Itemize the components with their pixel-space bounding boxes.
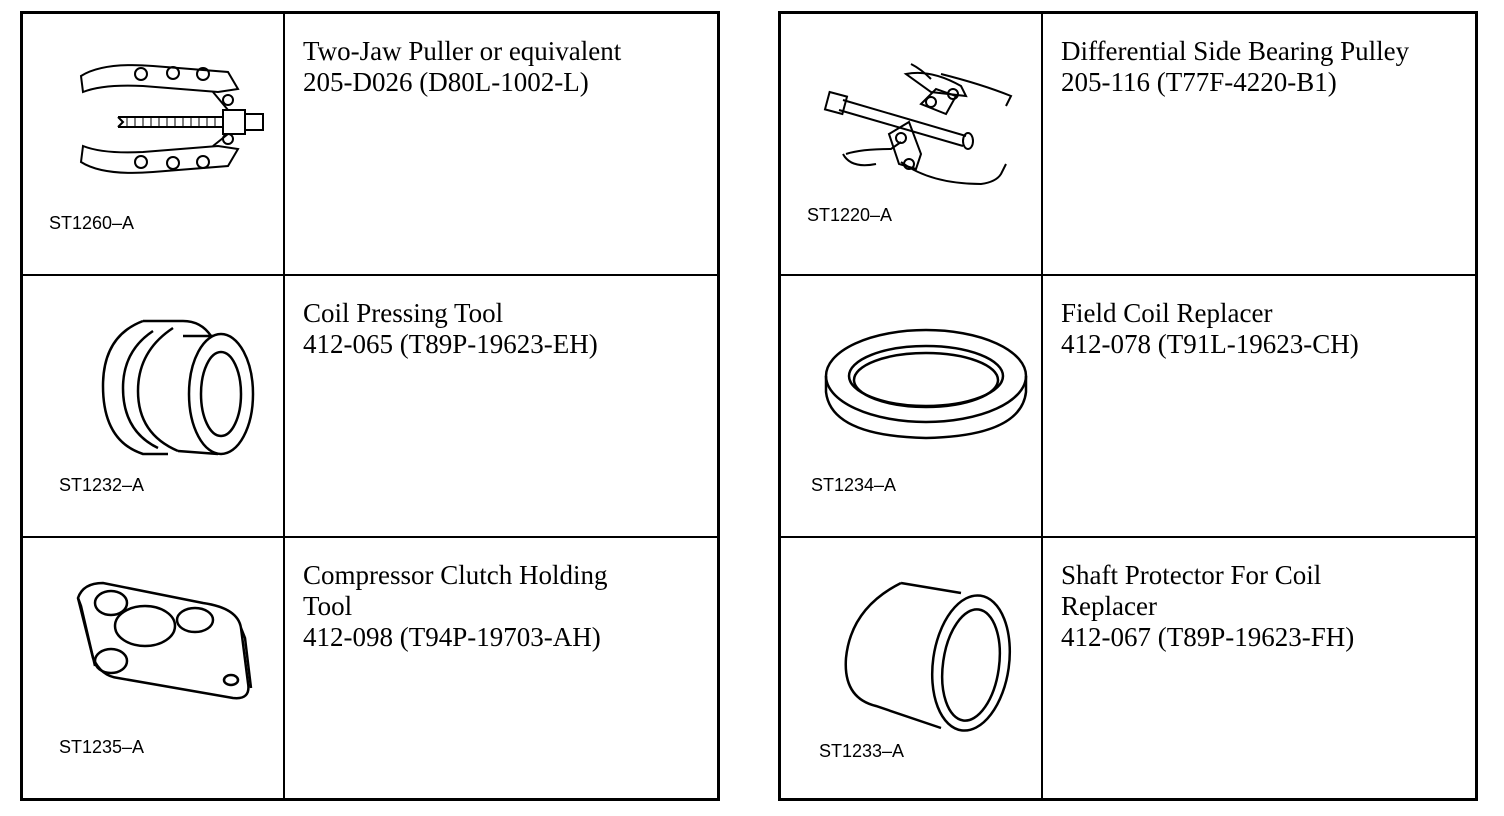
tool-description: Two-Jaw Puller or equivalent 205-D026 (D… bbox=[285, 14, 717, 274]
tool-name-continued: Replacer bbox=[1061, 591, 1157, 621]
tool-table-left: ST1260–A Two-Jaw Puller or equivalent 20… bbox=[20, 11, 720, 801]
clutch-holding-tool-icon bbox=[76, 581, 253, 700]
field-coil-replacer-icon bbox=[824, 328, 1028, 440]
tool-illustration-cell: ST1234–A bbox=[781, 276, 1043, 536]
tool-code: ST1234–A bbox=[811, 475, 897, 495]
tool-part-number: 205-116 (T77F-4220-B1) bbox=[1061, 67, 1337, 97]
tool-description: Compressor Clutch Holding Tool 412-098 (… bbox=[285, 538, 717, 798]
tool-illustration-cell: ST1235–A bbox=[23, 538, 285, 798]
tool-description: Field Coil Replacer 412-078 (T91L-19623-… bbox=[1043, 276, 1475, 536]
tool-description: Differential Side Bearing Pulley 205-116… bbox=[1043, 14, 1475, 274]
tool-name-continued: Tool bbox=[303, 591, 353, 621]
tool-name: Shaft Protector For Coil bbox=[1061, 560, 1322, 590]
tool-code: ST1232–A bbox=[59, 475, 145, 495]
tool-part-number: 412-078 (T91L-19623-CH) bbox=[1061, 329, 1359, 359]
tool-name: Coil Pressing Tool bbox=[303, 298, 504, 328]
tool-illustration-cell: ST1233–A bbox=[781, 538, 1043, 798]
tool-row: ST1234–A Field Coil Replacer 412-078 (T9… bbox=[781, 276, 1475, 538]
tool-code: ST1260–A bbox=[49, 213, 135, 233]
tool-row: ST1260–A Two-Jaw Puller or equivalent 20… bbox=[23, 14, 717, 276]
tool-code: ST1235–A bbox=[59, 737, 145, 757]
tool-illustration-cell: ST1232–A bbox=[23, 276, 285, 536]
tool-row: ST1235–A Compressor Clutch Holding Tool … bbox=[23, 538, 717, 798]
tool-code: ST1220–A bbox=[807, 205, 893, 225]
tool-part-number: 412-098 (T94P-19703-AH) bbox=[303, 622, 601, 652]
tool-code: ST1233–A bbox=[819, 741, 905, 761]
tool-name: Two-Jaw Puller or equivalent bbox=[303, 36, 622, 66]
tool-description: Coil Pressing Tool 412-065 (T89P-19623-E… bbox=[285, 276, 717, 536]
tool-row: ST1232–A Coil Pressing Tool 412-065 (T89… bbox=[23, 276, 717, 538]
coil-pressing-tool-icon bbox=[101, 319, 255, 456]
tool-name: Field Coil Replacer bbox=[1061, 298, 1273, 328]
tool-part-number: 205-D026 (D80L-1002-L) bbox=[303, 67, 589, 97]
tool-illustration-cell: ST1260–A bbox=[23, 14, 285, 274]
tool-row: ST1233–A Shaft Protector For Coil Replac… bbox=[781, 538, 1475, 798]
bearing-puller-icon bbox=[823, 63, 1013, 186]
tool-row: ST1220–A Differential Side Bearing Pulle… bbox=[781, 14, 1475, 276]
tool-description: Shaft Protector For Coil Replacer 412-06… bbox=[1043, 538, 1475, 798]
tool-name: Differential Side Bearing Pulley bbox=[1061, 36, 1410, 66]
tool-table-right: ST1220–A Differential Side Bearing Pulle… bbox=[778, 11, 1478, 801]
two-jaw-puller-icon bbox=[79, 64, 264, 174]
tool-part-number: 412-067 (T89P-19623-FH) bbox=[1061, 622, 1355, 652]
shaft-protector-icon bbox=[844, 581, 1012, 732]
tool-name: Compressor Clutch Holding bbox=[303, 560, 608, 590]
tool-illustration-cell: ST1220–A bbox=[781, 14, 1043, 274]
tool-part-number: 412-065 (T89P-19623-EH) bbox=[303, 329, 598, 359]
